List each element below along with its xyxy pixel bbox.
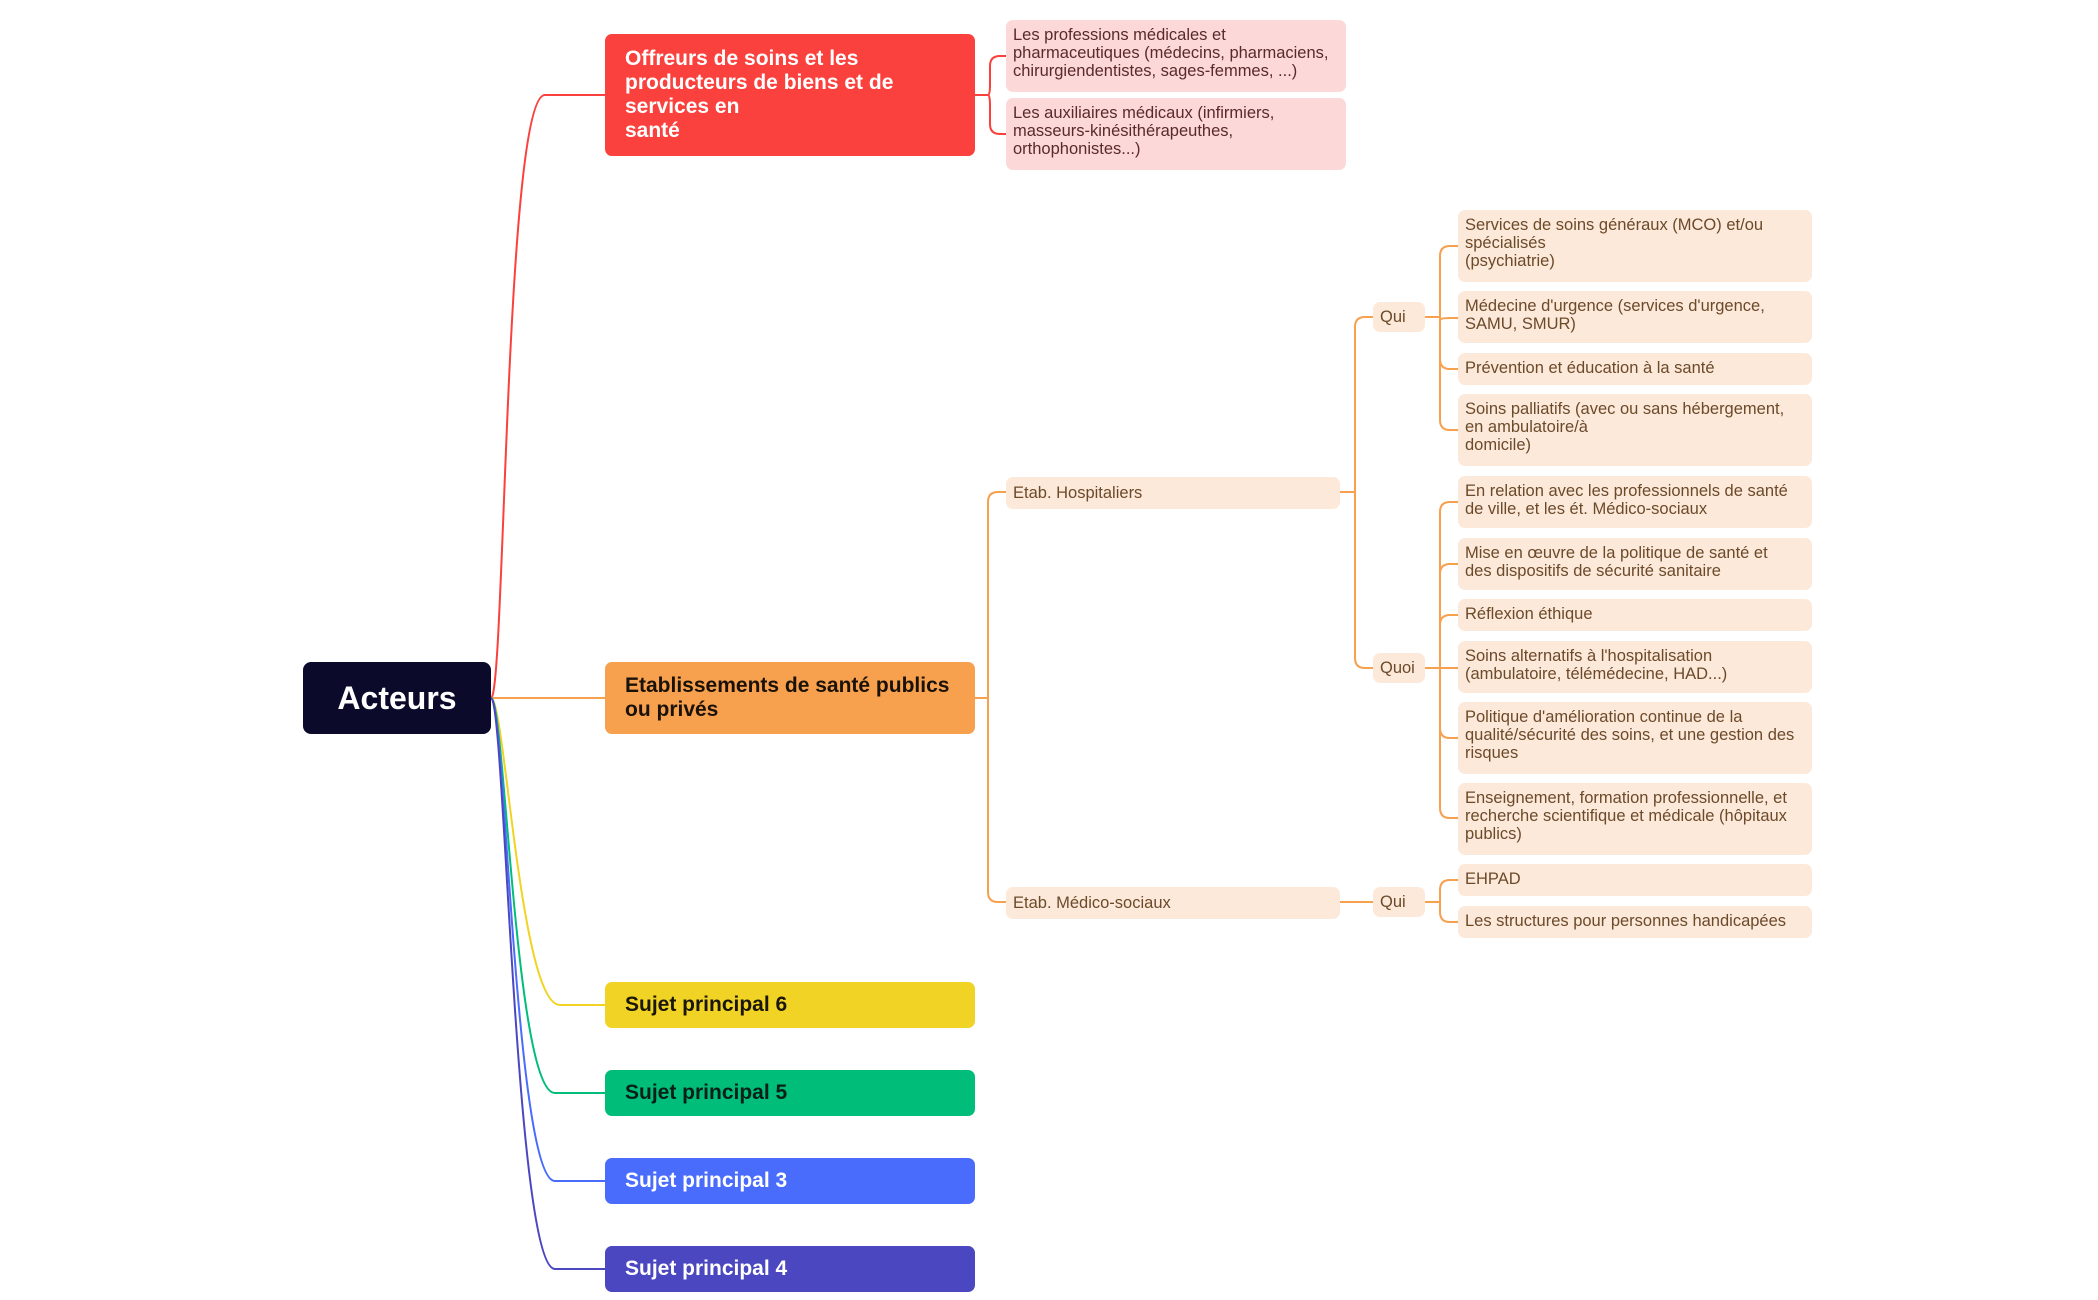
medico-qui-node[interactable]: Qui bbox=[1373, 887, 1425, 917]
quoi-item-reflexion-ethique[interactable]: Réflexion éthique bbox=[1458, 599, 1812, 631]
link-offreurs-child2 bbox=[975, 94, 1006, 135]
branch-sujet-6-label: Sujet principal 6 bbox=[625, 993, 788, 1016]
etab-medico-label: Etab. Médico-sociaux bbox=[1013, 894, 1171, 912]
link-etab-hospitaliers bbox=[975, 491, 1006, 699]
medico-qui-label: Qui bbox=[1380, 893, 1406, 911]
link-qui-1 bbox=[1425, 245, 1458, 318]
quoi-item-relation[interactable]: En relation avec les professionnels de s… bbox=[1458, 476, 1812, 528]
link-qui-3 bbox=[1425, 316, 1458, 370]
link-quoi-1 bbox=[1425, 501, 1458, 669]
branch-sujet-4[interactable]: Sujet principal 4 bbox=[605, 1246, 975, 1292]
branch-offreurs[interactable]: Offreurs de soins et les producteurs de … bbox=[605, 34, 975, 156]
quoi-item-politique-sante[interactable]: Mise en œuvre de la politique de santé e… bbox=[1458, 538, 1812, 590]
hosp-quoi-node[interactable]: Quoi bbox=[1373, 653, 1425, 683]
qui-item-soins-palliatifs[interactable]: Soins palliatifs (avec ou sans hébergeme… bbox=[1458, 394, 1812, 466]
qui-item-medecine-urgence[interactable]: Médecine d'urgence (services d'urgence, … bbox=[1458, 291, 1812, 343]
link-hosp-qui bbox=[1340, 316, 1373, 493]
link-medico-qui-2 bbox=[1425, 901, 1458, 923]
link-root-sujet3 bbox=[490, 697, 605, 1182]
hosp-quoi-label: Quoi bbox=[1380, 659, 1415, 677]
etab-hospitaliers-node[interactable]: Etab. Hospitaliers bbox=[1006, 477, 1340, 509]
link-root-sujet6 bbox=[490, 697, 605, 1006]
branch-sujet-6[interactable]: Sujet principal 6 bbox=[605, 982, 975, 1028]
hosp-qui-node[interactable]: Qui bbox=[1373, 302, 1425, 332]
medico-qui-item-structures-handicap[interactable]: Les structures pour personnes handicapée… bbox=[1458, 906, 1812, 938]
branch-sujet-5[interactable]: Sujet principal 5 bbox=[605, 1070, 975, 1116]
offreurs-child-professions[interactable]: Les professions médicales et pharmaceuti… bbox=[1006, 20, 1346, 92]
qui-item-services-soins[interactable]: Services de soins généraux (MCO) et/ou s… bbox=[1458, 210, 1812, 282]
branch-sujet-4-label: Sujet principal 4 bbox=[625, 1257, 788, 1280]
qui-item-prevention[interactable]: Prévention et éducation à la santé bbox=[1458, 353, 1812, 385]
link-quoi-3 bbox=[1425, 614, 1458, 669]
link-quoi-2 bbox=[1425, 563, 1458, 669]
branch-sujet-3[interactable]: Sujet principal 3 bbox=[605, 1158, 975, 1204]
branch-etablissements[interactable]: Etablissements de santé publics ou privé… bbox=[605, 662, 975, 734]
hosp-qui-label: Qui bbox=[1380, 308, 1406, 326]
root-node[interactable]: Acteurs bbox=[303, 662, 491, 734]
medico-qui-item-ehpad[interactable]: EHPAD bbox=[1458, 864, 1812, 896]
link-qui-4 bbox=[1425, 316, 1458, 431]
branch-etablissements-label: Etablissements de santé publics ou privé… bbox=[625, 674, 950, 721]
link-root-offreurs bbox=[490, 94, 605, 699]
quoi-item-soins-alternatifs[interactable]: Soins alternatifs à l'hospitalisation (a… bbox=[1458, 641, 1812, 693]
etab-hospitaliers-label: Etab. Hospitaliers bbox=[1013, 484, 1143, 502]
branch-offreurs-label: Offreurs de soins et les producteurs de … bbox=[625, 47, 894, 142]
link-medico-qui-1 bbox=[1425, 879, 1458, 903]
link-etab-medico bbox=[975, 697, 1006, 903]
link-quoi-5 bbox=[1425, 667, 1458, 739]
root-label: Acteurs bbox=[337, 679, 457, 716]
etab-medico-node[interactable]: Etab. Médico-sociaux bbox=[1006, 887, 1340, 919]
link-offreurs-child1 bbox=[975, 55, 1006, 96]
branch-sujet-3-label: Sujet principal 3 bbox=[625, 1169, 788, 1192]
offreurs-child-auxiliaires[interactable]: Les auxiliaires médicaux (infirmiers, ma… bbox=[1006, 98, 1346, 170]
link-quoi-6 bbox=[1425, 667, 1458, 819]
branch-sujet-5-label: Sujet principal 5 bbox=[625, 1081, 788, 1104]
link-root-sujet4 bbox=[490, 697, 605, 1270]
link-hosp-quoi bbox=[1340, 491, 1373, 669]
quoi-item-amelioration-continue[interactable]: Politique d'amélioration continue de la … bbox=[1458, 702, 1812, 774]
quoi-item-enseignement[interactable]: Enseignement, formation professionnelle,… bbox=[1458, 783, 1812, 855]
